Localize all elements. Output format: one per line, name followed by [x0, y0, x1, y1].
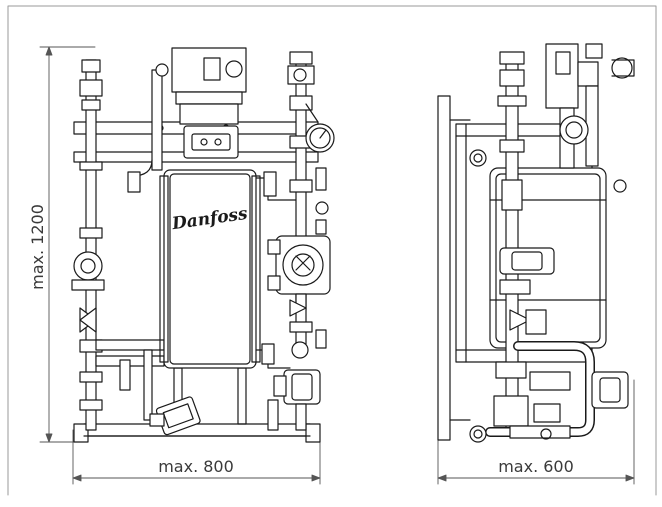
front-view: Danfoss [71, 47, 335, 443]
heat-exchanger [163, 169, 257, 369]
front-width-dimension-label: max. 800 [158, 457, 234, 476]
side-view [437, 43, 635, 443]
height-dimension-label: max. 1200 [28, 204, 47, 290]
side-vertical-pipe [505, 55, 519, 437]
side-lower-motor [591, 371, 629, 409]
right-pump-icon [282, 244, 324, 286]
lower-pump-motor [283, 369, 321, 405]
dimension-lines [39, 46, 635, 485]
side-valve-handle-icon [611, 57, 633, 79]
frame-right-upright [237, 367, 247, 425]
side-width-dimension-label: max. 600 [498, 457, 574, 476]
wall-plate [437, 95, 451, 441]
drawing-frame [7, 5, 657, 496]
left-pump-icon [73, 251, 103, 281]
